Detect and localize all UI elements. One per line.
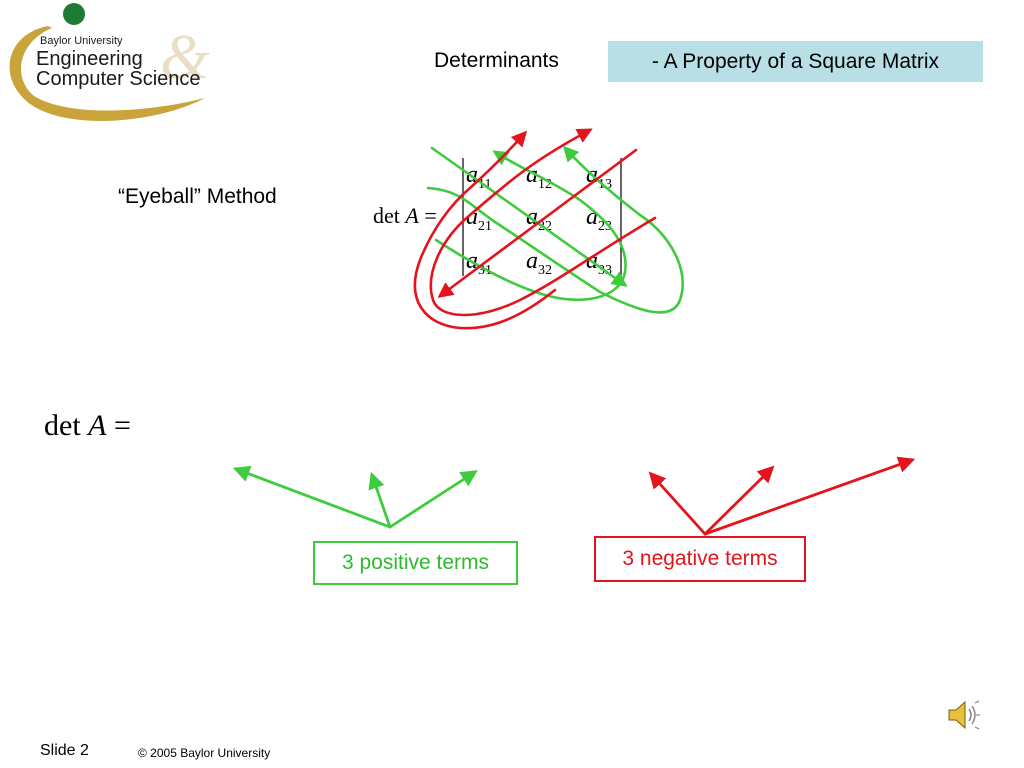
matrix-entry-a23: a23 (586, 204, 612, 234)
matrix-entry-a32: a32 (526, 248, 552, 278)
matrix-entry-a21: a21 (466, 204, 492, 234)
logo-dot (63, 3, 85, 25)
copyright-text: © 2005 Baylor University (138, 746, 271, 760)
matrix-entry-a11: a11 (466, 162, 492, 192)
matrix-entry-a12: a12 (526, 162, 552, 192)
negative-terms-box: 3 negative terms (594, 536, 806, 582)
positive-terms-box: 3 positive terms (313, 541, 518, 585)
matrix-entry-a22: a22 (526, 204, 552, 234)
matrix-entry-a13: a13 (586, 162, 612, 192)
matrix-entry-a31: a31 (466, 248, 492, 278)
slide-number: Slide 2 (40, 742, 89, 759)
determinant-expression: det A = (44, 409, 131, 442)
subtitle-box: - A Property of a Square Matrix (608, 41, 983, 82)
logo-engineering-text: Engineering (36, 48, 143, 70)
baylor-logo: & Baylor University Engineering Computer… (0, 0, 240, 130)
logo-computer-science-text: Computer Science (36, 68, 201, 90)
logo-swoosh-graphic: & (9, 3, 210, 121)
matrix-entry-a33: a33 (586, 248, 612, 278)
speaker-icon[interactable] (945, 697, 981, 733)
slide-title: Determinants (434, 49, 559, 72)
method-label: “Eyeball” Method (118, 185, 277, 208)
svg-text:&: & (160, 21, 210, 92)
logo-university-text: Baylor University (40, 35, 123, 47)
